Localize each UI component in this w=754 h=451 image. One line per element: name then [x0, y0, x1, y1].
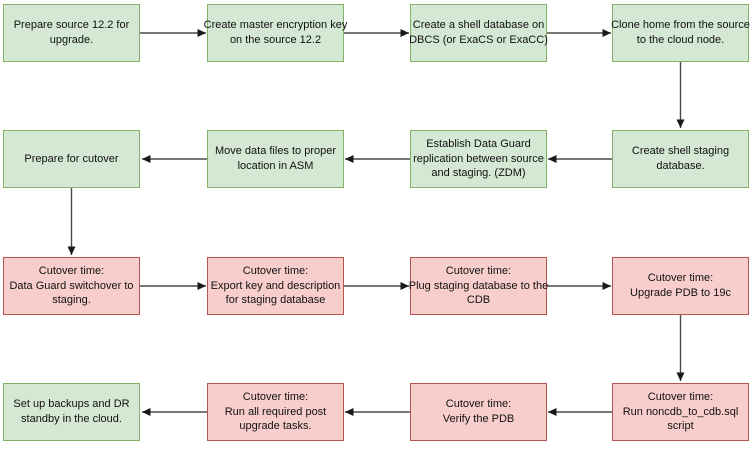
node-label: Set up backups and DR standby in the clo…	[13, 398, 130, 425]
node-create-shell-database-dbcs: Create a shell database on DBCS (or ExaC…	[409, 4, 548, 62]
node-label: Cutover time: Run all required post upgr…	[224, 391, 327, 433]
node-label: Create a shell database on DBCS (or ExaC…	[409, 19, 548, 46]
node-cutover-post-upgrade-tasks: Cutover time: Run all required post upgr…	[207, 383, 344, 441]
node-setup-backups-dr: Set up backups and DR standby in the clo…	[3, 383, 140, 441]
node-cutover-export-key: Cutover time: Export key and description…	[207, 257, 344, 315]
node-label: Cutover time: Data Guard switchover to s…	[9, 265, 134, 307]
node-cutover-verify-pdb: Cutover time: Verify the PDB	[410, 383, 547, 441]
node-cutover-run-noncdb-script: Cutover time: Run noncdb_to_cdb.sql scri…	[612, 383, 749, 441]
node-label: Prepare source 12.2 for upgrade.	[13, 19, 130, 46]
node-label: Establish Data Guard replication between…	[413, 138, 544, 180]
node-cutover-plug-staging-cdb: Cutover time: Plug staging database to t…	[409, 257, 548, 315]
node-label: Prepare for cutover	[24, 152, 119, 165]
node-label: Cutover time: Plug staging database to t…	[408, 265, 549, 307]
node-label: Create shell staging database.	[631, 145, 730, 172]
node-label: Cutover time: Export key and description…	[210, 265, 341, 307]
node-cutover-upgrade-pdb-19c: Cutover time: Upgrade PDB to 19c	[612, 257, 749, 315]
node-prepare-for-cutover: Prepare for cutover	[3, 130, 140, 188]
node-create-shell-staging-db: Create shell staging database.	[612, 130, 749, 188]
node-label: Cutover time: Run noncdb_to_cdb.sql scri…	[622, 391, 739, 433]
node-create-master-encryption-key: Create master encryption key on the sour…	[204, 4, 347, 62]
node-clone-home-to-cloud: Clone home from the source to the cloud …	[611, 4, 750, 62]
node-label: Create master encryption key on the sour…	[203, 19, 348, 46]
node-label: Cutover time: Verify the PDB	[442, 398, 515, 425]
node-prepare-source-upgrade: Prepare source 12.2 for upgrade.	[3, 4, 140, 62]
node-establish-data-guard-zdm: Establish Data Guard replication between…	[410, 130, 547, 188]
node-label: Cutover time: Upgrade PDB to 19c	[630, 272, 731, 299]
node-move-data-files-asm: Move data files to proper location in AS…	[207, 130, 344, 188]
node-label: Clone home from the source to the cloud …	[611, 19, 750, 46]
node-label: Move data files to proper location in AS…	[214, 145, 337, 172]
node-cutover-dg-switchover: Cutover time: Data Guard switchover to s…	[3, 257, 140, 315]
